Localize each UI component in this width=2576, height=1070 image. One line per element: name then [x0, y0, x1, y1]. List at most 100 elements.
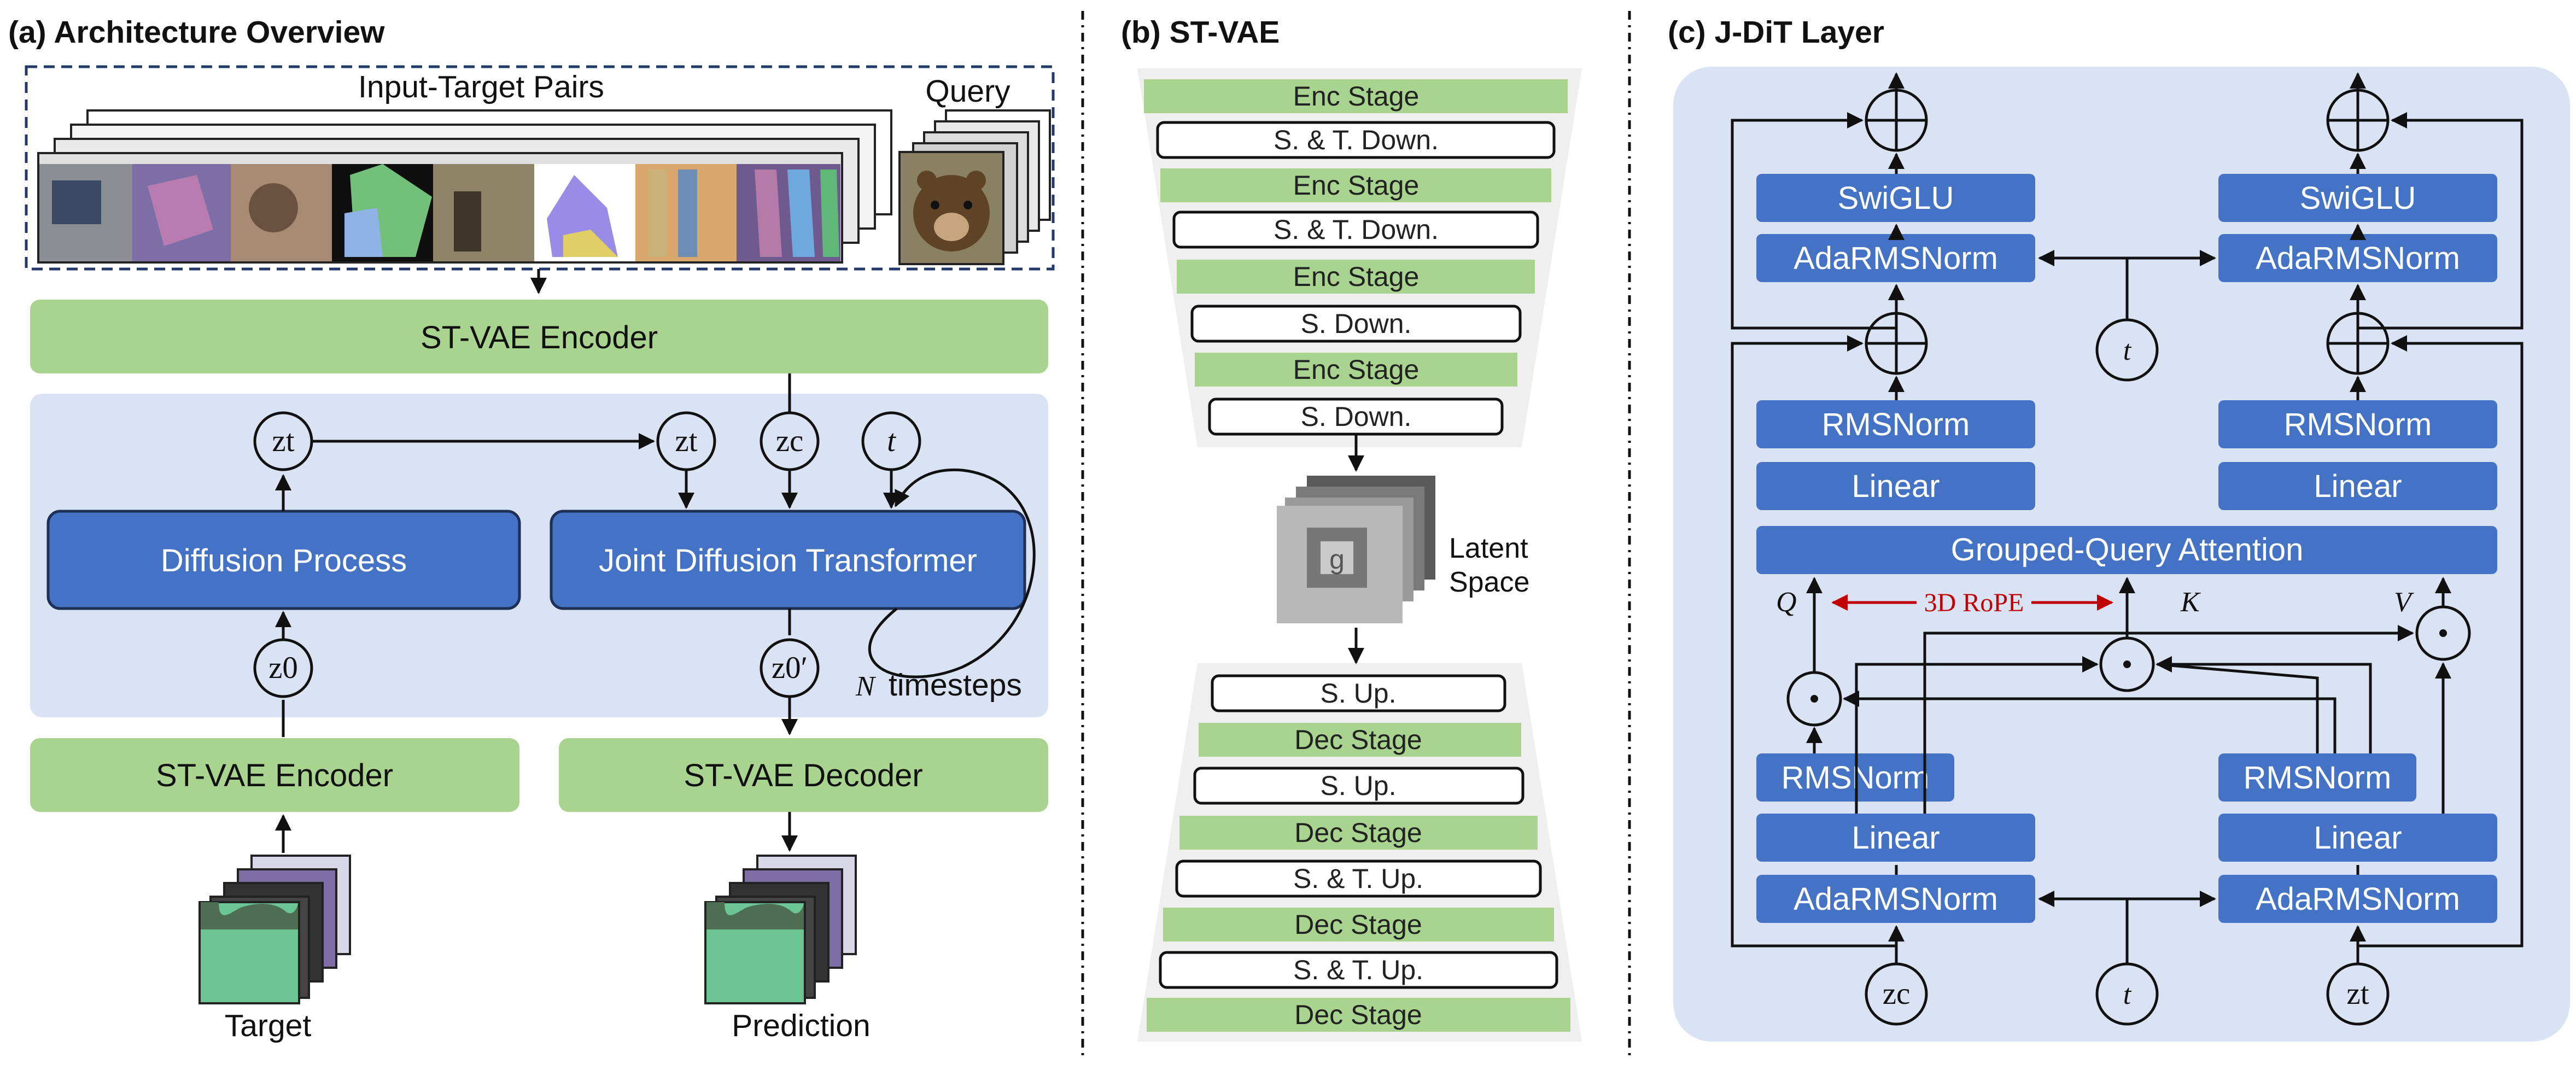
adarmsnorm-top-left-label: AdaRMSNorm: [1794, 241, 1998, 276]
s-down-1-label: S. Down.: [1301, 308, 1412, 339]
enc-stage-3: [1177, 260, 1535, 294]
grouped-query-attention: [1756, 526, 2497, 574]
residual-add-mid-right: [2326, 312, 2390, 375]
rmsnorm-top-right: [2218, 400, 2497, 448]
target-image-stack: [198, 855, 351, 1004]
linear-bottom-right: [2218, 814, 2497, 862]
edge-linear-left-to-mulv: [1923, 625, 2414, 814]
timesteps-var: N: [855, 671, 877, 702]
dec-stage-3: [1163, 908, 1554, 942]
adarmsnorm-top-right-label: AdaRMSNorm: [2256, 241, 2460, 276]
q-label: Q: [1776, 587, 1797, 618]
st-vae-encoder-top: [30, 300, 1048, 373]
input-target-pairs-label: Input-Target Pairs: [358, 69, 604, 104]
diffusion-process-label: Diffusion Process: [161, 543, 407, 578]
st-down-2-label: S. & T. Down.: [1274, 214, 1439, 245]
k-label: K: [2180, 587, 2201, 618]
st-up-2: [1159, 951, 1558, 989]
joint-diffusion-transformer-box: [550, 510, 1026, 610]
enc-stage-3-label: Enc Stage: [1293, 261, 1420, 292]
joint-diffusion-transformer-label: Joint Diffusion Transformer: [599, 543, 977, 578]
panel-a-title: (a) Architecture Overview: [8, 15, 385, 50]
svg-text:g: g: [1329, 544, 1345, 575]
latent-space-image: g: [1277, 476, 1435, 623]
linear-bottom-left: [1756, 814, 2035, 862]
node-zt-left-label: zt: [272, 424, 294, 458]
rmsnorm-bottom-right-label: RMSNorm: [2244, 760, 2392, 796]
dec-stage-2: [1179, 816, 1538, 850]
node-zc-label: zc: [776, 424, 804, 458]
input-zt-label: zt: [2346, 977, 2369, 1011]
s-down-2-label: S. Down.: [1301, 401, 1412, 432]
edge-linear-left-to-mulk: [1855, 656, 2099, 814]
st-vae-decoder-bottom: [559, 738, 1048, 812]
swiglu-left-label: SwiGLU: [1838, 180, 1954, 216]
linear-top-right: [2218, 462, 2497, 510]
linear-top-left: [1756, 462, 2035, 510]
s-up-2-label: S. Up.: [1321, 770, 1397, 801]
prediction-image-stack: [704, 855, 857, 1004]
panel-architecture-overview: (a) Architecture Overview Input-Target P…: [8, 15, 1055, 1043]
timesteps-label: timesteps: [889, 668, 1022, 703]
t-node-top-label: t: [2123, 335, 2132, 366]
st-up-2-label: S. & T. Up.: [1293, 955, 1423, 985]
st-down-1-label: S. & T. Down.: [1274, 125, 1439, 155]
panel-b-title: (b) ST-VAE: [1121, 15, 1280, 50]
swiglu-left: [1756, 174, 2035, 222]
st-vae-encoder-bottom-label: ST-VAE Encoder: [156, 758, 393, 793]
adarmsnorm-top-left: [1756, 234, 2035, 282]
grouped-query-attention-label: Grouped-Query Attention: [1951, 532, 2304, 568]
s-up-1-label: S. Up.: [1321, 678, 1397, 709]
rmsnorm-top-left-label: RMSNorm: [1822, 407, 1970, 442]
residual-add-top-left: [1865, 89, 1928, 152]
dec-stage-2-label: Dec Stage: [1294, 817, 1422, 848]
node-zt-right: [656, 411, 716, 471]
s-up-1: [1211, 674, 1506, 712]
linear-top-right-label: Linear: [2314, 469, 2402, 504]
rmsnorm-top-left: [1756, 400, 2035, 448]
image-stack-pairs: [37, 109, 892, 264]
st-down-1: [1156, 121, 1556, 159]
st-vae-encoder-bottom: [30, 738, 519, 812]
dec-stage-1-label: Dec Stage: [1294, 724, 1422, 755]
st-vae-encoder-top-label: ST-VAE Encoder: [420, 320, 658, 355]
adarmsnorm-bottom-left: [1756, 875, 2035, 923]
enc-stage-4: [1195, 353, 1517, 387]
edge-right-to-mulk: [2156, 656, 2372, 753]
prediction-label: Prediction: [732, 1008, 870, 1043]
latent-label-2: Space: [1449, 566, 1529, 598]
node-z0-prime-label: z0′: [772, 651, 808, 685]
swiglu-right: [2218, 174, 2497, 222]
swiglu-right-label: SwiGLU: [2300, 180, 2416, 216]
s-down-1: [1190, 305, 1522, 343]
encoder-funnel: [1137, 68, 1582, 447]
residual-add-mid-left: [1865, 312, 1928, 375]
decoder-funnel: [1137, 663, 1582, 1042]
enc-stage-2: [1160, 168, 1551, 202]
node-z0-label: z0: [268, 651, 298, 685]
rmsnorm-top-right-label: RMSNorm: [2284, 407, 2432, 442]
enc-stage-2-label: Enc Stage: [1293, 170, 1420, 201]
st-vae-decoder-bottom-label: ST-VAE Decoder: [684, 758, 922, 793]
input-zc-label: zc: [1883, 977, 1911, 1011]
adarmsnorm-bottom-right-label: AdaRMSNorm: [2256, 881, 2460, 917]
enc-stage-1-label: Enc Stage: [1293, 81, 1420, 112]
dec-stage-4-label: Dec Stage: [1294, 999, 1422, 1030]
residual-add-top-right: [2326, 89, 2390, 152]
image-stack-query: [898, 109, 1051, 265]
edge-rmsnorm-right-to-mulk: [2157, 663, 2319, 753]
adarmsnorm-bottom-left-label: AdaRMSNorm: [1794, 881, 1998, 917]
edge-rmsnorm-right-to-mulq: [1843, 691, 2336, 753]
st-up-1: [1175, 859, 1542, 898]
pair-image-3: [433, 164, 534, 261]
s-up-2: [1193, 767, 1524, 805]
adarmsnorm-bottom-right: [2218, 875, 2497, 923]
linear-bottom-right-label: Linear: [2314, 820, 2402, 856]
dec-stage-4: [1147, 998, 1570, 1032]
adarmsnorm-top-right: [2218, 234, 2497, 282]
node-t: [861, 411, 921, 471]
v-label: V: [2394, 587, 2414, 618]
panel-c-title: (c) J-DiT Layer: [1668, 15, 1884, 50]
target-label: Target: [225, 1008, 312, 1043]
